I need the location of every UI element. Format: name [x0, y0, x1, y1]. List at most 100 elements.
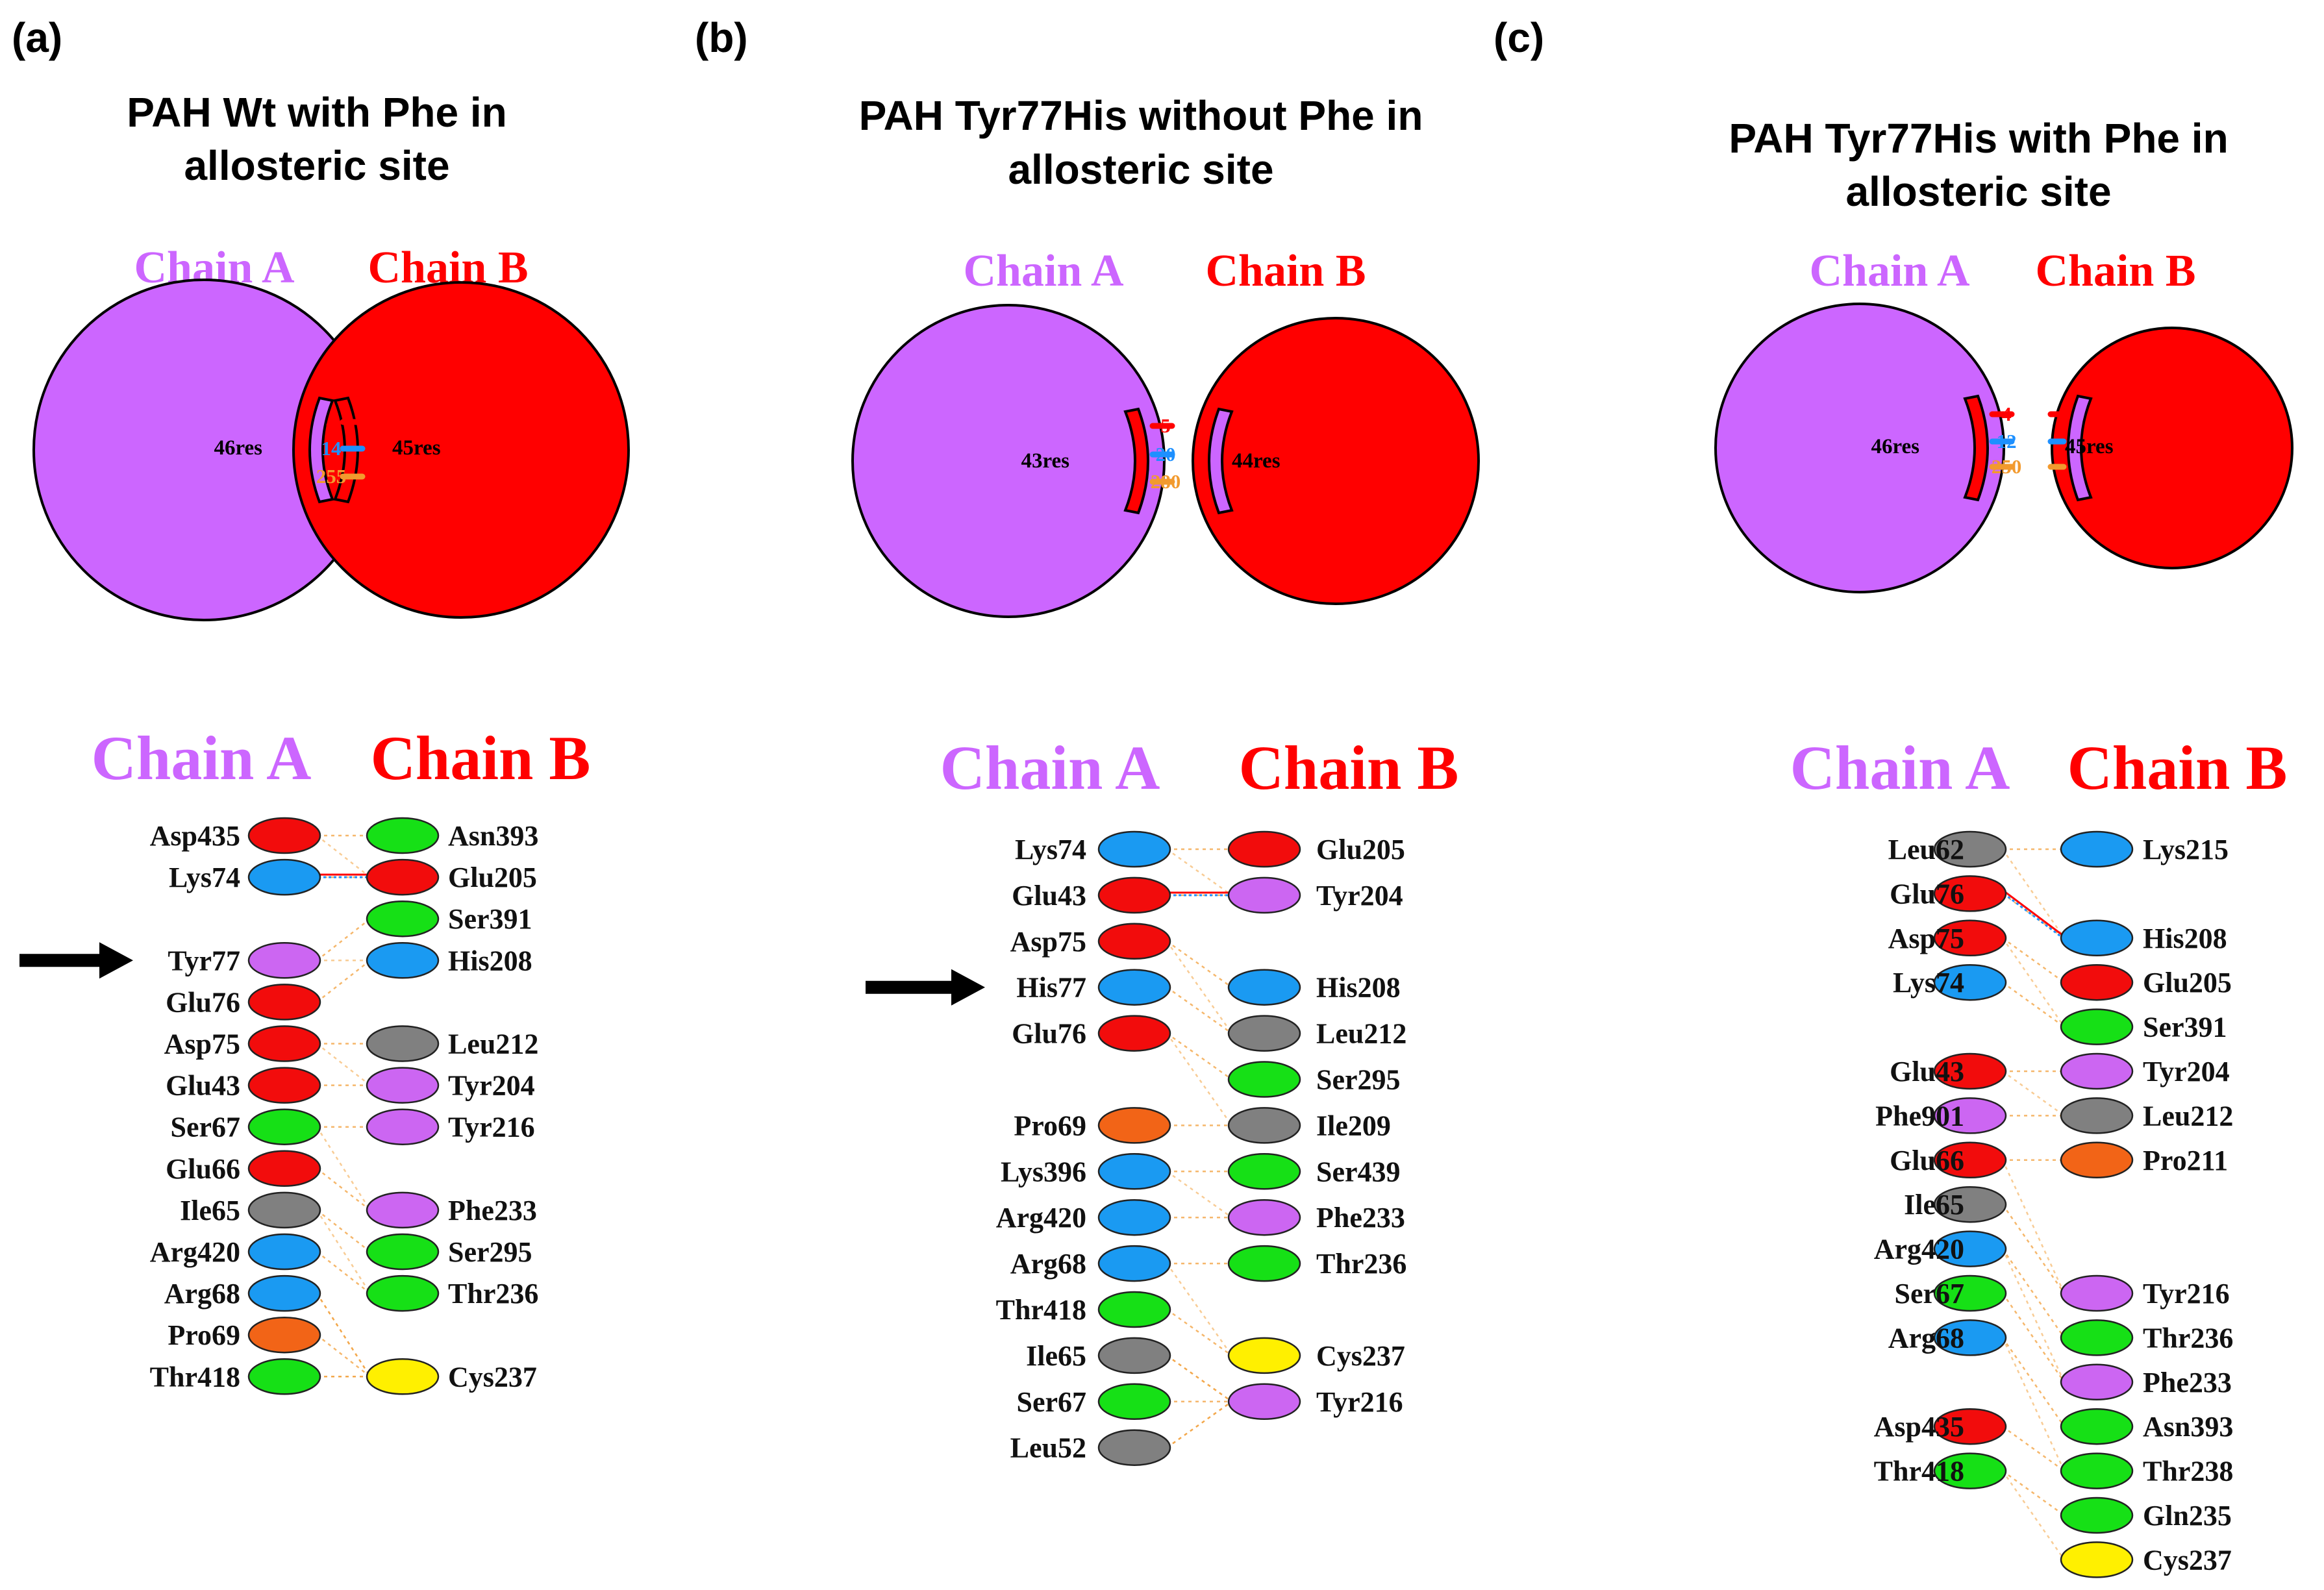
chain-b-residue-label: Gln235 — [2143, 1500, 2232, 1532]
chain-a-residue-node — [1097, 1199, 1171, 1236]
chain-b-residue-label: Asn393 — [448, 820, 538, 852]
chain-b-circle — [1192, 317, 1480, 605]
chain-a-residue-count: 46res — [1871, 435, 1919, 458]
chain-a-heading: Chain A — [1809, 246, 1969, 296]
chain-a-residue-label: Lys74 — [169, 862, 240, 893]
chain-a-residue-label: Pro69 — [1014, 1110, 1086, 1141]
chain-b-residue-label: Phe233 — [448, 1195, 537, 1226]
chain-a-residue-node — [1097, 1107, 1171, 1144]
chain-b-big-heading: Chain B — [371, 723, 591, 793]
chain-a-residue-node — [1097, 830, 1171, 868]
chain-a-residue-label: Leu62 — [1888, 834, 1964, 865]
chain-b-residue-node — [1227, 969, 1301, 1006]
chain-a-big-heading: Chain A — [92, 723, 312, 793]
chain-b-residue-label: Ser295 — [448, 1236, 532, 1268]
chain-a-residue-node — [1933, 1274, 2007, 1312]
chain-a-residue-label: Thr418 — [1874, 1456, 1964, 1487]
panel-label: (a) — [12, 14, 62, 61]
interaction-line — [2001, 1337, 2066, 1472]
chain-b-residue-label: His208 — [1316, 972, 1401, 1004]
chain-a-residue-label: Ser67 — [170, 1112, 240, 1143]
interaction-line — [316, 1210, 371, 1294]
chain-b-residue-label: Tyr216 — [1316, 1386, 1403, 1418]
interaction-line — [1166, 1308, 1232, 1356]
chain-b-residue-label: Thr236 — [448, 1278, 538, 1310]
chain-a-residue-node — [1097, 1153, 1171, 1190]
chain-b-residue-label: Leu212 — [2143, 1100, 2233, 1132]
chain-a-residue-node — [247, 1274, 321, 1312]
hbond-interaction-line — [2003, 893, 2064, 939]
interaction-line — [316, 1293, 371, 1377]
chain-a-residue-node — [247, 1316, 321, 1354]
chain-b-residue-node — [2060, 963, 2134, 1001]
arrow-icon — [19, 942, 133, 979]
chain-b-residue-node — [1227, 830, 1301, 868]
panel-title-line: allosteric site — [184, 142, 449, 189]
chain-a-residue-node — [1097, 1383, 1171, 1421]
interaction-line — [2001, 1204, 2066, 1294]
interaction-line — [316, 1334, 371, 1378]
chain-b-residue-label: Tyr216 — [2143, 1278, 2230, 1310]
chain-a-residue-node — [247, 1108, 321, 1145]
salt-bridge-count: 4 — [326, 410, 336, 433]
chain-a-residue-label: Ile65 — [1904, 1189, 1964, 1221]
interaction-line — [1166, 848, 1232, 896]
chain-b-residue-node — [1227, 876, 1301, 914]
chain-a-residue-node — [1933, 1141, 2007, 1179]
chain-a-residue-label: Pro69 — [168, 1319, 240, 1351]
chain-b-residue-node — [1227, 1199, 1301, 1236]
interaction-line — [1166, 1354, 1232, 1402]
chain-b-residue-node — [1227, 1061, 1301, 1098]
chain-b-heading: Chain B — [2035, 246, 2195, 296]
chain-a-residue-label: Glu76 — [1890, 878, 1964, 910]
nonbonded-count: 250 — [1992, 455, 2022, 478]
chain-a-residue-node — [1097, 1245, 1171, 1282]
chain-b-residue-label: Leu212 — [448, 1028, 538, 1060]
chain-b-residue-node — [366, 1358, 440, 1395]
chain-a-residue-label: Ile65 — [180, 1195, 240, 1226]
chain-a-residue-count: 43res — [1021, 449, 1069, 473]
chain-b-residue-node — [366, 1233, 440, 1271]
chain-a-residue-node — [1933, 1186, 2007, 1223]
chain-b-residue-node — [1227, 1245, 1301, 1282]
chain-a-residue-node — [1097, 1429, 1171, 1466]
chain-a-residue-label: Ile65 — [1026, 1340, 1086, 1372]
interaction-line — [1166, 1263, 1233, 1356]
interaction-line — [316, 1043, 371, 1086]
chain-b-residue-label: Ser391 — [448, 903, 532, 935]
chain-a-residue-label: Glu43 — [1012, 880, 1086, 912]
interaction-line — [2002, 982, 2065, 1028]
chain-a-residue-label: Ser67 — [1016, 1386, 1086, 1418]
chain-b-residue-node — [366, 942, 440, 979]
interaction-line — [2001, 1160, 2066, 1294]
interaction-line — [1166, 986, 1232, 1034]
chain-a-residue-node — [247, 1191, 321, 1229]
chain-b-residue-label: Cys237 — [1316, 1340, 1405, 1372]
interaction-line — [1166, 1171, 1232, 1219]
chain-a-residue-node — [247, 1067, 321, 1104]
salt-bridge-interaction-line — [2003, 890, 2064, 936]
hbond-count: 12 — [1997, 430, 2017, 453]
chain-a-residue-label: Glu66 — [1890, 1145, 1964, 1176]
chain-b-residue-node — [366, 900, 440, 938]
interaction-line — [316, 1167, 371, 1211]
chain-b-residue-node — [1227, 1337, 1301, 1374]
interaction-line — [1166, 941, 1233, 1034]
panel-title-line: PAH Tyr77His with Phe in — [1729, 115, 2228, 162]
panel-title-line: allosteric site — [1008, 146, 1273, 193]
chain-a-residue-node — [247, 984, 321, 1021]
chain-a-residue-node — [1933, 919, 2007, 957]
chain-a-residue-node — [1933, 963, 2007, 1001]
chain-b-residue-label: Tyr204 — [1316, 880, 1403, 912]
chain-a-residue-label: Glu66 — [166, 1153, 240, 1185]
interaction-line — [2001, 1470, 2066, 1561]
chain-b-residue-label: Thr236 — [2143, 1322, 2233, 1354]
chain-b-residue-count: 44res — [1232, 449, 1281, 473]
chain-a-circle — [851, 304, 1166, 618]
chain-b-residue-node — [1227, 1383, 1301, 1421]
chain-a-residue-node — [1097, 1291, 1171, 1328]
interaction-line — [1166, 1032, 1232, 1080]
chain-a-big-heading: Chain A — [1790, 733, 2010, 802]
hbond-count: 14 — [321, 437, 342, 460]
